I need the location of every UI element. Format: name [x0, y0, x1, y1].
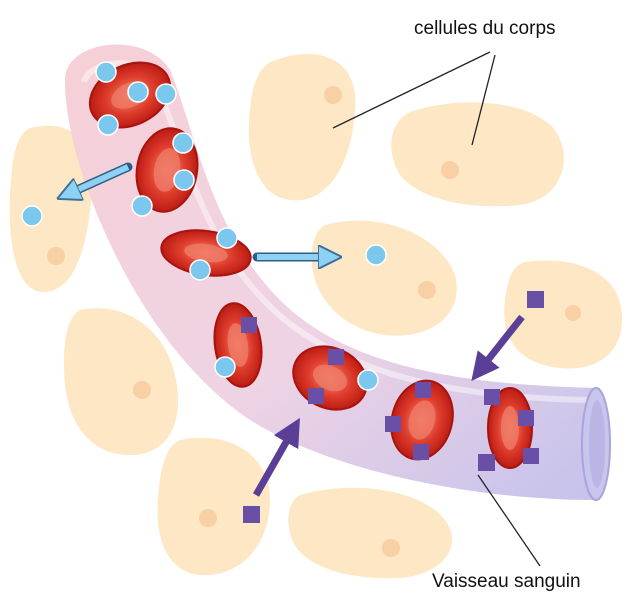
oxygen-dot — [172, 132, 194, 154]
leader-lines — [332, 51, 541, 567]
red-blood-cell — [390, 379, 454, 461]
oxygen-dot — [189, 259, 211, 281]
co2-square — [241, 317, 257, 333]
co2-square — [478, 454, 495, 471]
co2-square — [328, 349, 344, 365]
co2-square — [243, 506, 260, 523]
oxygen-dot — [173, 169, 195, 191]
co2-in-arrow — [252, 417, 300, 497]
body-cell — [311, 220, 457, 336]
co2-in-arrow — [471, 314, 525, 381]
oxygen-dot — [216, 227, 238, 249]
oxygen-dot — [155, 83, 177, 105]
oxygen-dot — [127, 81, 149, 103]
body-cell — [9, 125, 93, 293]
red-blood-cell — [487, 387, 533, 469]
co2-square — [527, 291, 544, 308]
body-cell — [504, 260, 623, 369]
oxygen-dot — [214, 356, 236, 378]
oxygen-dot — [131, 195, 153, 217]
co2-square — [385, 416, 401, 432]
oxygen-dot — [365, 244, 387, 266]
body-cell — [157, 437, 270, 576]
leader-line-vessel — [477, 474, 541, 567]
body-cell — [63, 308, 179, 455]
leader-line-cells — [471, 54, 496, 146]
oxygen-out-arrow — [68, 162, 133, 194]
leader-line-cells — [332, 51, 491, 129]
body-cell — [248, 53, 356, 201]
oxygen-dot — [357, 369, 379, 391]
oxygen-dot — [95, 61, 117, 83]
oxygen-molecules — [21, 61, 387, 391]
co2-square — [308, 388, 324, 404]
oxygen-dot — [21, 205, 43, 227]
co2-arrows — [252, 314, 525, 497]
co2-square — [518, 410, 534, 426]
co2-square — [523, 448, 539, 464]
co2-molecules — [241, 291, 544, 523]
oxygen-dot — [97, 114, 119, 136]
body-cells — [9, 53, 623, 579]
body-cells-label: cellules du corps — [414, 18, 556, 39]
co2-square — [484, 389, 500, 405]
co2-square — [415, 382, 431, 398]
body-cell — [391, 102, 564, 207]
body-cell — [288, 487, 453, 579]
co2-square — [413, 444, 429, 460]
oxygen-arrows — [68, 162, 330, 257]
blood-vessel-label: Vaisseau sanguin — [432, 571, 581, 592]
